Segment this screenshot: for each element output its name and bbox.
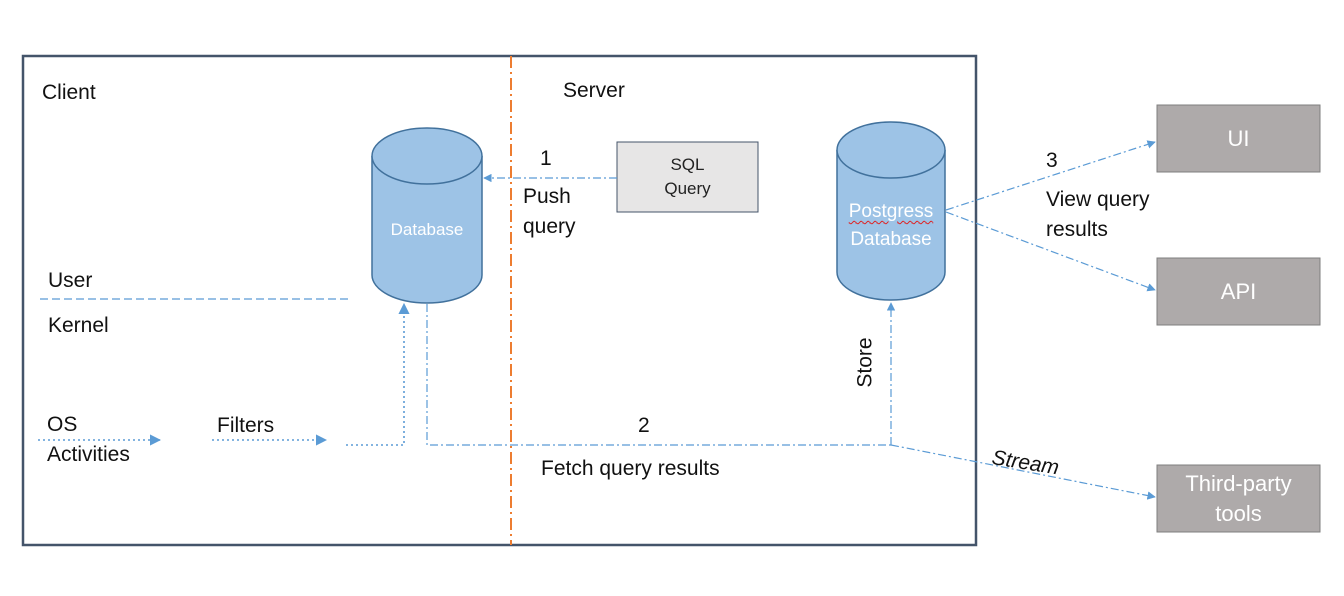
store-label: Store — [853, 337, 877, 388]
kernel-space-label: Kernel — [48, 314, 109, 337]
third-party-box-label: Third-party tools — [1185, 470, 1292, 526]
view-results-label: View query results — [1046, 188, 1150, 241]
collector-to-database-arrow — [346, 302, 410, 446]
client-database-cylinder — [371, 127, 483, 304]
os-activities-label: OS Activities — [47, 413, 130, 466]
server-region-label: Server — [563, 79, 625, 102]
client-database-label: Database — [390, 220, 464, 239]
filters-label: Filters — [217, 414, 275, 437]
api-box-label: API — [1220, 278, 1257, 304]
ui-box-label: UI — [1227, 125, 1250, 151]
sql-query-label: SQL Query — [664, 155, 711, 198]
stream-arrow — [890, 444, 1156, 500]
sql-query-box — [616, 141, 759, 213]
step-3-number: 3 — [1046, 149, 1058, 172]
results-to-api-arrow — [945, 211, 1156, 292]
fetch-results-path — [426, 304, 891, 446]
system-boundary-frame — [21, 54, 978, 547]
client-region-label: Client — [42, 81, 96, 104]
third-party-box — [1156, 464, 1321, 533]
api-box — [1156, 257, 1321, 326]
postgres-database-cylinder — [836, 121, 946, 301]
fetch-results-label: Fetch query results — [541, 457, 720, 480]
step-1-number: 1 — [540, 147, 552, 170]
user-space-label: User — [48, 269, 93, 292]
push-query-label: Push query — [523, 185, 576, 238]
postgres-database-label: Postgress Database — [848, 201, 934, 250]
ui-box — [1156, 104, 1321, 173]
results-to-ui-arrow — [945, 140, 1156, 211]
step-2-number: 2 — [638, 414, 650, 437]
